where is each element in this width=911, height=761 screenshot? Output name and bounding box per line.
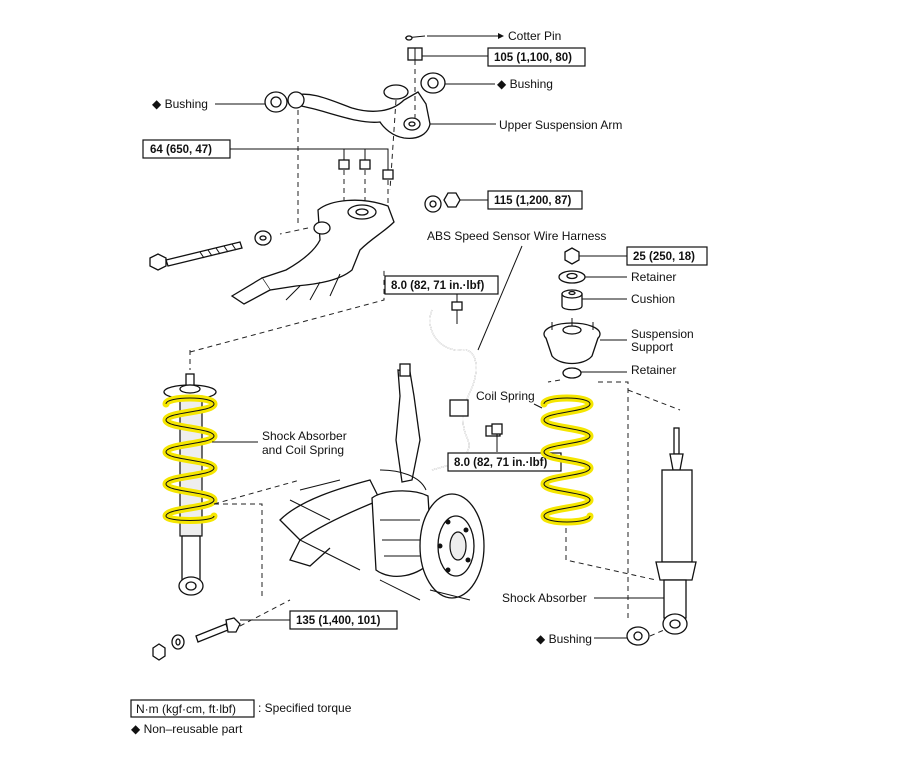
legend-unit-text: : Specified torque — [258, 701, 352, 715]
torque-box-135 — [289, 610, 398, 630]
steering-knuckle-hub — [279, 363, 485, 601]
torque-box-115 — [487, 190, 583, 210]
bushing-bottom — [626, 626, 650, 646]
coil-spring — [540, 394, 594, 526]
bushing-top-left-label: ◆ Bushing — [152, 97, 208, 111]
torque-105: 105 (1,100, 80) — [494, 52, 572, 64]
cotter-pin-label: Cotter Pin — [508, 29, 561, 43]
upper-suspension-arm — [287, 84, 431, 140]
suspension-support-label-1: Suspension — [631, 327, 694, 341]
retainer-bottom — [562, 367, 582, 379]
bushing-top-left — [264, 91, 288, 113]
bushing-top-right-label: ◆ Bushing — [497, 77, 553, 91]
torque-25: 25 (250, 18) — [633, 251, 695, 263]
sensor-bolt-top — [451, 301, 463, 324]
torque-8a: 8.0 (82, 71 in.·lbf) — [391, 280, 484, 292]
washer-right — [424, 195, 442, 213]
arm-nuts — [338, 159, 394, 180]
abs-harness-label: ABS Speed Sensor Wire Harness — [427, 229, 606, 243]
shock-coil-label-2: and Coil Spring — [262, 443, 344, 457]
retainer-top-label: Retainer — [631, 270, 676, 284]
cushion — [561, 289, 583, 311]
cushion-label: Cushion — [631, 292, 675, 306]
shock-coil-assembly — [162, 373, 218, 596]
bushing-top-right — [420, 72, 446, 94]
suspension-support — [543, 318, 601, 365]
shock-absorber-label: Shock Absorber — [502, 591, 587, 605]
legend-nonreusable: ◆ Non–reusable part — [131, 722, 243, 736]
torque-64: 64 (650, 47) — [150, 144, 212, 156]
suspension-support-label-2: Support — [631, 340, 674, 354]
legend-unit-box — [130, 699, 255, 718]
torque-box-8a — [384, 275, 499, 295]
long-bolt — [149, 241, 243, 271]
nut-115 — [443, 192, 461, 208]
retainer-bottom-label: Retainer — [631, 363, 676, 377]
lower-nut — [152, 643, 166, 661]
retainer-top — [558, 270, 586, 284]
torque-135: 135 (1,400, 101) — [296, 615, 381, 627]
coil-spring-label: Coil Spring — [476, 389, 535, 403]
torque-box-25 — [626, 246, 708, 266]
washer-left — [254, 230, 272, 246]
lower-washer — [171, 634, 185, 650]
bushing-bottom-label: ◆ Bushing — [536, 632, 592, 646]
torque-115: 115 (1,200, 87) — [494, 195, 572, 207]
torque-8b: 8.0 (82, 71 in.·lbf) — [454, 457, 547, 469]
sensor-bolt-bottom — [491, 423, 503, 452]
castle-nut — [407, 47, 423, 61]
lower-bolt — [195, 617, 241, 643]
torque-box-105 — [487, 47, 586, 67]
shock-absorber — [655, 427, 697, 635]
frame-bracket — [230, 199, 395, 305]
upper-arm-label: Upper Suspension Arm — [499, 118, 622, 132]
shock-coil-label-1: Shock Absorber — [262, 429, 347, 443]
legend-unit-box-text: N·m (kgf·cm, ft·lbf) — [136, 702, 236, 716]
cotter-pin — [404, 33, 504, 41]
nut-25 — [564, 247, 580, 265]
